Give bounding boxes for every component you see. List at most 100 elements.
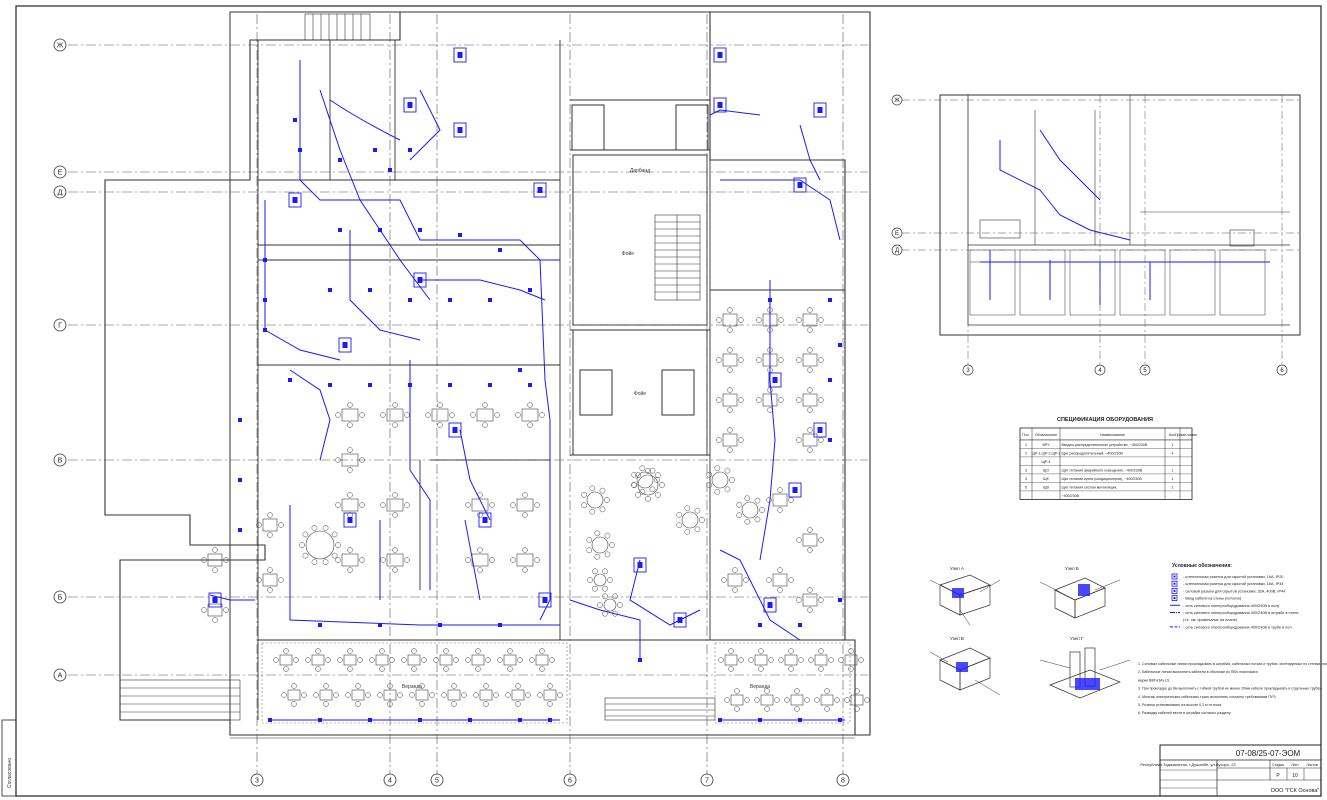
detail-nodes: Узел А Узел Б Узел В <box>929 566 1131 699</box>
chair <box>392 567 398 573</box>
chair <box>322 559 329 565</box>
square-table <box>343 654 357 666</box>
chair <box>727 427 733 433</box>
note-line: 5. Розетки устанавливать на высоте 0,3 м… <box>1138 703 1222 707</box>
chair <box>529 657 535 663</box>
chair <box>777 567 783 573</box>
square-table <box>407 654 421 666</box>
detail-g: Узел Г <box>1039 636 1131 699</box>
axis-label: Г <box>58 323 62 330</box>
panel-board <box>793 177 807 193</box>
panel-core <box>772 377 778 383</box>
axis-label: Е <box>895 231 899 237</box>
chair <box>522 567 528 573</box>
panel-board <box>288 192 302 208</box>
chair <box>510 502 516 508</box>
chair <box>854 688 860 694</box>
chair <box>758 666 764 672</box>
chair <box>592 568 598 575</box>
chair <box>392 547 398 553</box>
chair <box>778 357 784 363</box>
chair <box>443 666 449 672</box>
chair <box>721 577 727 583</box>
chair <box>828 657 834 663</box>
square-table <box>802 593 818 607</box>
chair <box>489 557 495 563</box>
panel-core <box>817 107 823 113</box>
chair <box>359 502 365 508</box>
chair <box>549 657 555 663</box>
panel-board <box>208 592 222 608</box>
socket <box>798 623 802 627</box>
square-table <box>279 654 293 666</box>
square-table <box>814 654 828 666</box>
square-table <box>516 553 534 567</box>
socket <box>418 228 422 232</box>
chair <box>818 397 824 403</box>
chair <box>291 683 297 689</box>
round-table <box>603 598 617 612</box>
chair <box>824 688 830 694</box>
panel-board <box>788 482 802 498</box>
chair <box>767 387 773 393</box>
round-table <box>586 491 604 509</box>
chair <box>494 412 500 418</box>
square-table <box>262 573 278 587</box>
socket <box>838 343 842 347</box>
chair <box>617 602 623 608</box>
chair <box>335 542 341 548</box>
chair <box>522 492 528 498</box>
equipment-table-cell: 1 <box>1172 477 1174 481</box>
panel-board <box>813 102 827 118</box>
chair <box>818 666 824 672</box>
chair <box>470 412 476 418</box>
chair <box>425 412 431 418</box>
axis-bubble <box>53 668 67 682</box>
chair <box>602 585 608 592</box>
square-table <box>802 393 818 407</box>
chair <box>267 532 273 538</box>
chair <box>475 648 481 654</box>
panel-board <box>403 97 417 113</box>
electrical-devices <box>208 47 842 722</box>
sheet-header: Лист <box>1291 763 1299 767</box>
panel-board <box>453 122 467 138</box>
socket <box>238 478 242 482</box>
axis-label: Д <box>895 248 899 254</box>
axis-label: 5 <box>435 778 439 785</box>
chair <box>273 657 279 663</box>
chair <box>736 512 743 519</box>
chair <box>482 422 488 428</box>
chair <box>807 527 813 533</box>
axis-label: В <box>58 458 63 465</box>
equipment-table-title: СПЕЦИФИКАЦИЯ ОБОРУДОВАНИЯ <box>1057 417 1153 423</box>
socket <box>718 718 722 722</box>
panel-core <box>537 187 543 193</box>
panel-core <box>212 597 218 603</box>
chair <box>380 412 386 418</box>
chair <box>437 402 443 408</box>
panel-core <box>817 427 823 433</box>
equipment-table-cell: 3 <box>1025 468 1027 472</box>
socket <box>338 158 342 162</box>
legend-symbol <box>1171 595 1178 601</box>
chair <box>727 347 733 353</box>
detail-a: Узел А <box>929 566 1001 626</box>
chair <box>267 587 273 593</box>
chair <box>748 657 754 663</box>
chair <box>347 547 353 553</box>
chair <box>331 531 338 538</box>
equipment-table-cell: 1 <box>1025 443 1027 447</box>
socket <box>528 383 532 387</box>
veranda-bench-right <box>604 697 716 721</box>
socket <box>548 718 552 722</box>
socket <box>368 288 372 292</box>
chair <box>392 422 398 428</box>
round-table <box>305 530 335 560</box>
chair <box>489 502 495 508</box>
note-line: 3. При прокладке до 6м выполнить с гибко… <box>1138 687 1322 691</box>
equipment-specification-table: СПЕЦИФИКАЦИЯ ОБОРУДОВАНИЯ Поз.Обозначени… <box>1019 417 1197 500</box>
square-table <box>207 603 223 617</box>
panel-board <box>338 337 352 353</box>
